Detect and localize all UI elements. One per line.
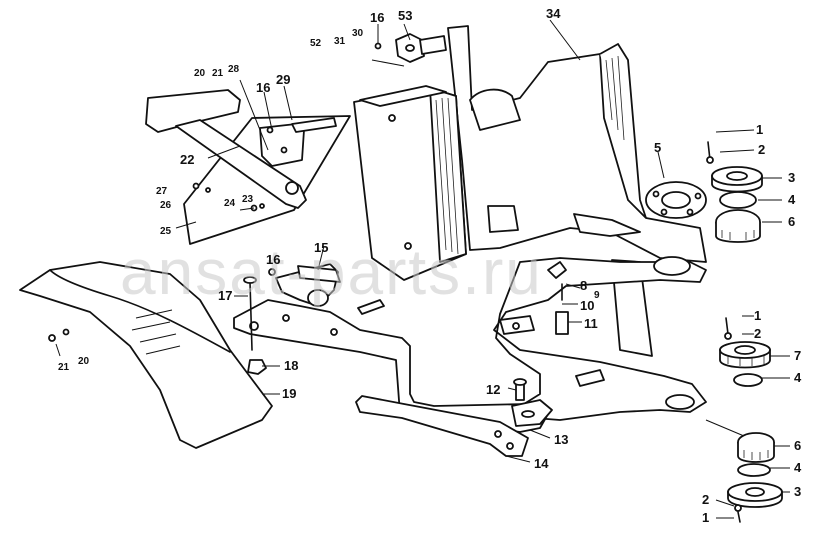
- hinge-bracket-53: [395, 33, 447, 63]
- washer-2-mid: [724, 332, 732, 340]
- label-31: 31: [334, 36, 346, 47]
- label-23: 23: [242, 194, 254, 205]
- label-4-lower: 4: [794, 460, 802, 475]
- label-3-lower: 3: [794, 484, 801, 499]
- rod-14: [355, 395, 529, 457]
- leader-lines: [55, 19, 790, 519]
- label-16-top: 16: [370, 10, 384, 25]
- label-1-mid: 1: [754, 308, 761, 323]
- bolt-21-guard: [48, 334, 56, 342]
- label-28: 28: [228, 64, 240, 75]
- label-2-upper: 2: [758, 142, 765, 157]
- label-16-lower: 16: [266, 252, 280, 267]
- label-3-upper: 3: [788, 170, 795, 185]
- bolt-1-lower: [737, 511, 741, 523]
- ring-4-upper: [719, 191, 757, 209]
- label-34: 34: [546, 6, 561, 21]
- cap-3-upper: [711, 166, 763, 193]
- label-14: 14: [534, 456, 549, 471]
- label-53: 53: [398, 8, 412, 23]
- watermark: ansat-parts.ru: [120, 236, 543, 308]
- label-25: 25: [160, 226, 172, 237]
- lower-arm-frame: [493, 256, 707, 421]
- bearing-6-lower: [737, 432, 775, 463]
- ring-4-lower: [737, 463, 771, 477]
- bolt-15: [268, 265, 341, 283]
- frame-body: [447, 25, 707, 357]
- label-1-upper: 1: [756, 122, 763, 137]
- washer-2-upper: [706, 156, 714, 164]
- hub-7: [719, 341, 771, 369]
- ring-4-mid: [733, 373, 763, 387]
- label-24: 24: [224, 198, 236, 209]
- label-4-upper: 4: [788, 192, 796, 207]
- bolt-27: [192, 182, 200, 190]
- label-27: 27: [156, 186, 168, 197]
- pin-10-11: [547, 261, 569, 335]
- washer-2-lower: [734, 504, 742, 512]
- washer-20-guard: [62, 328, 70, 336]
- label-21-guard: 21: [58, 362, 70, 373]
- label-26: 26: [160, 200, 172, 211]
- label-9: 9: [594, 290, 600, 301]
- label-13: 13: [554, 432, 568, 447]
- bearing-6-upper: [715, 209, 761, 243]
- cap-3-lower: [727, 482, 783, 508]
- label-22: 22: [180, 152, 194, 167]
- label-15: 15: [314, 240, 328, 255]
- label-7: 7: [794, 348, 801, 363]
- box-housing: [353, 85, 467, 281]
- label-11: 11: [584, 316, 598, 331]
- label-6-lower: 6: [794, 438, 801, 453]
- bracket-arm-22: [145, 89, 337, 209]
- label-1-lower: 1: [702, 510, 709, 525]
- washer-16-top: [374, 42, 382, 50]
- mud-guard-19: [19, 261, 273, 449]
- callout-labels: 34 53 16 52 31 30 20 21 28 16 29 22 27 2…: [58, 6, 802, 525]
- bolt-12: [513, 378, 527, 401]
- label-4-mid: 4: [794, 370, 802, 385]
- label-2-mid: 2: [754, 326, 761, 341]
- label-52: 52: [310, 38, 322, 49]
- label-5: 5: [654, 140, 661, 155]
- label-20-guard: 20: [78, 356, 90, 367]
- flange-5: [645, 181, 707, 219]
- label-19: 19: [282, 386, 296, 401]
- label-17: 17: [218, 288, 232, 303]
- bolt-52-31-30: [371, 59, 405, 67]
- bolt-17: [249, 281, 253, 351]
- label-21-upper: 21: [212, 68, 224, 79]
- label-6-upper: 6: [788, 214, 795, 229]
- label-18: 18: [284, 358, 298, 373]
- label-29: 29: [276, 72, 290, 87]
- washer-26: [205, 187, 211, 193]
- label-2-lower: 2: [702, 492, 709, 507]
- bolt-23: [259, 203, 265, 209]
- clamp-13: [511, 399, 553, 427]
- bolt-1-mid: [725, 317, 729, 335]
- label-8: 8: [580, 278, 587, 293]
- nut-18: [247, 359, 267, 375]
- label-20-upper: 20: [194, 68, 206, 79]
- label-10: 10: [580, 298, 594, 313]
- label-12: 12: [486, 382, 500, 397]
- label-16-mid: 16: [256, 80, 270, 95]
- label-30: 30: [352, 28, 364, 39]
